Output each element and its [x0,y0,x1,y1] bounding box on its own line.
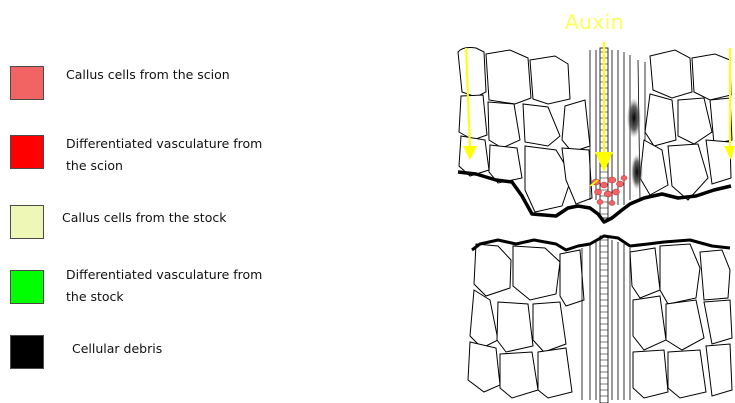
legend-label-scion-callus: Callus cells from the scion [66,64,230,86]
stock-cell [666,300,704,350]
scion-callus-cell [608,177,616,183]
scion-cell [458,48,486,98]
stock-cell [513,246,560,300]
scion-cell [459,136,489,176]
scion-callus-cell [621,176,627,181]
stock-cell [633,350,668,398]
scion-cell [459,95,487,140]
legend-swatch-scion-callus [10,66,44,100]
stock-cell [700,250,730,300]
stock-cell [474,244,511,296]
legend-label-line: Callus cells from the stock [62,210,226,225]
legend-label-cellular-debris: Cellular debris [72,338,162,360]
legend-label-line: Callus cells from the scion [66,67,230,82]
graft-union-diagram [455,0,735,403]
cellular-debris-lower [631,154,643,190]
legend-swatch-stock-vasculature [10,270,44,304]
scion-callus-cell [609,201,615,206]
legend-label-line: Differentiated vasculature from [66,264,262,286]
scion-cell [489,145,522,183]
scion-cell [710,98,732,144]
legend-label-stock-callus: Callus cells from the stock [62,207,226,229]
legend-label-stock-vasculature: Differentiated vasculature from the stoc… [66,264,262,308]
scion-cell [692,54,731,100]
stock-cell [538,348,572,398]
scion-cell [486,50,531,104]
scion-cell [523,104,560,146]
scion-cell [488,102,520,148]
scion-callus-cell [617,181,624,187]
legend-swatch-cellular-debris [10,335,44,369]
stock-cell [668,350,706,398]
scion-cell [530,56,570,104]
legend-label-line: the stock [66,286,262,308]
scion-callus-cell [601,182,608,188]
scion-cell [645,94,676,146]
scion-callus-cell [613,189,620,195]
legend-swatch-stock-callus [10,205,44,239]
stock-cell [560,250,584,306]
scion-cell [650,50,692,98]
auxin-arrowhead-center [595,152,613,172]
cellular-debris-upper [627,98,641,138]
stock-cell [660,244,700,304]
legend-label-line: Differentiated vasculature from [66,133,262,155]
stock-cell [497,302,533,352]
scion-callus-cell [597,200,603,205]
stock-cell [533,302,566,352]
scion-cell [640,140,668,195]
stock-cell [630,248,660,298]
legend: Callus cells from the scion Differentiat… [0,0,430,403]
stock-cell [500,352,538,398]
stock-cell [470,290,498,348]
legend-label-line: the scion [66,155,262,177]
scion-callus-cell [604,191,612,197]
stock-cell [704,300,732,344]
scion-cell [668,144,708,200]
legend-label-scion-vasculature: Differentiated vasculature from the scio… [66,133,262,177]
stock-cell [633,296,666,350]
legend-label-line: Cellular debris [72,341,162,356]
scion-cell [562,148,592,204]
scion-callus-cell [595,189,602,195]
stock-cell [706,344,732,396]
scion-cell [678,98,712,144]
scion-cell [562,100,590,152]
legend-swatch-scion-vasculature [10,135,44,169]
stock-cell [468,342,500,392]
